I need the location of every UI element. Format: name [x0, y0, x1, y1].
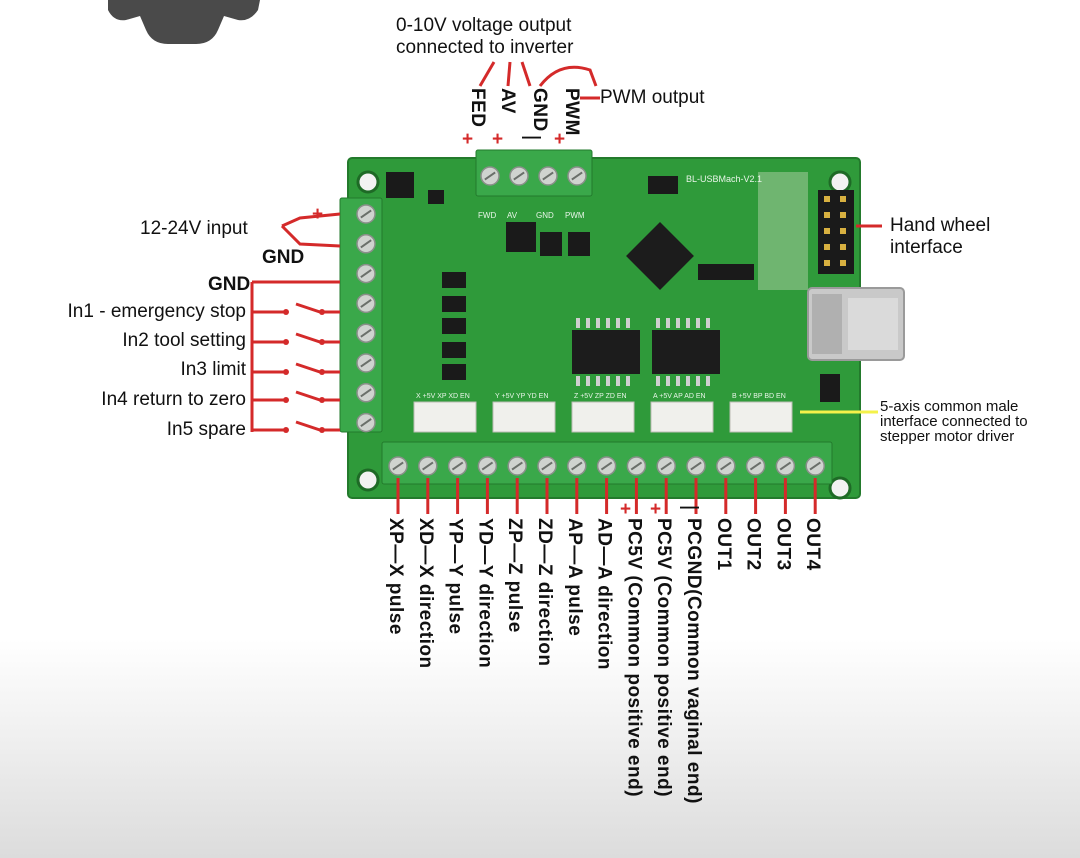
top-terminal-screw	[538, 166, 558, 186]
bottom-terminal-screw	[477, 456, 498, 476]
bottom-terminal-screw	[418, 456, 438, 476]
left-terminal-screw	[356, 323, 376, 343]
top-terminal-screw	[480, 166, 500, 186]
axis-port: X +5V XP XD EN	[413, 393, 477, 433]
bottom-sign-pc5v-2: +	[650, 499, 662, 520]
left-terminal-screw	[356, 412, 376, 433]
gear-icon	[108, 0, 260, 44]
left-terminal-block	[339, 197, 383, 433]
board-model-label: BL-USBMach-V2.1	[686, 174, 762, 184]
voltage-title-line1: 0-10V voltage output	[396, 15, 572, 36]
power-input-label: 12-24V input	[140, 218, 248, 239]
top-terminal-fed: FED	[467, 88, 488, 128]
bottom-terminal-label: OUT1	[712, 518, 734, 571]
annotation-wires	[250, 61, 882, 432]
top-terminal-screw	[567, 166, 587, 186]
axis-interface-line2: interface connected to	[880, 413, 1028, 430]
hand-wheel-label-line1: Hand wheel	[890, 215, 991, 236]
left-terminal-screw	[356, 263, 376, 284]
axis-port: B +5V BP BD EN	[729, 393, 793, 433]
bottom-terminal-screw	[388, 456, 408, 476]
bottom-terminal-label: PC5V (Common positive end)	[623, 518, 645, 798]
optocouplers	[442, 272, 466, 380]
left-terminal-screw	[356, 204, 376, 224]
power-plus-sign: +	[312, 204, 324, 225]
input-label-in3: In3 limit	[180, 359, 246, 380]
bottom-terminal-screw	[626, 456, 647, 476]
usb-port	[807, 287, 905, 361]
ic-chips	[386, 172, 840, 402]
axis-port-label: Y +5V YP YD EN	[495, 393, 548, 400]
axis-port: Y +5V YP YD EN	[492, 393, 556, 433]
axis-port-label: X +5V XP XD EN	[416, 393, 470, 400]
bottom-terminal-label: AD—A direction	[593, 518, 615, 670]
top-sign-av: +	[492, 129, 504, 150]
input-label-in2: In2 tool setting	[122, 330, 246, 351]
left-terminal-screw	[356, 383, 376, 403]
top-sign-gnd: —	[522, 127, 541, 148]
input-label-in4: In4 return to zero	[101, 389, 246, 410]
bottom-terminal-screw	[745, 456, 766, 476]
top-terminal-av: AV	[497, 88, 518, 114]
axis-interface-line3: stepper motor driver	[880, 428, 1015, 445]
top-sign-pwm: +	[554, 129, 566, 150]
left-terminal-screw	[356, 353, 376, 373]
input-label-in5: In5 spare	[166, 419, 246, 440]
pwm-output-label: PWM output	[600, 87, 705, 108]
left-terminal-screw	[356, 293, 376, 314]
bottom-terminal-label: XP—X pulse	[385, 518, 406, 635]
bottom-terminal-label: OUT4	[802, 518, 824, 571]
bottom-terminal-screw	[596, 456, 617, 476]
bottom-terminal-screw	[447, 456, 468, 476]
silk-top-label: AV	[507, 211, 518, 220]
bottom-terminal-screw	[507, 456, 527, 476]
axis-port-label: Z +5V ZP ZD EN	[574, 393, 627, 400]
bottom-terminal-label: PCGND(Common vaginal end)	[683, 518, 704, 804]
bottom-terminal-screw	[537, 456, 557, 476]
bottom-terminal-label: ZP—Z pulse	[504, 518, 526, 633]
axis-port-label: A +5V AP AD EN	[653, 393, 706, 400]
bottom-terminal-label: AP—A pulse	[563, 518, 585, 637]
inputs-gnd-label: GND	[208, 274, 251, 295]
bottom-sign-pcgnd: —	[680, 497, 699, 518]
axis-ports: X +5V XP XD EN Y +5V YP YD EN Z +5V ZP ZD …	[413, 393, 793, 433]
power-gnd-label: GND	[262, 247, 305, 268]
left-terminal-screw	[356, 234, 376, 254]
bottom-terminal-screw	[656, 456, 676, 476]
bottom-terminal-label: PC5V (Common positive end)	[653, 518, 675, 798]
bottom-terminal-screw	[775, 456, 796, 476]
axis-port: Z +5V ZP ZD EN	[571, 393, 635, 433]
bottom-terminal-label: XD—X direction	[414, 518, 436, 669]
bottom-terminal-label: YD—Y direction	[474, 518, 496, 669]
bottom-terminal-screw	[567, 456, 587, 476]
bottom-terminal-screw	[686, 456, 706, 476]
top-sign-fed: +	[462, 129, 474, 150]
top-terminal-gnd: GND	[529, 88, 550, 132]
axis-port: A +5V AP AD EN	[650, 393, 714, 433]
input-label-in1: In1 - emergency stop	[67, 301, 246, 322]
top-terminal-screw	[509, 166, 529, 186]
top-terminal-pwm: PWM	[561, 88, 582, 136]
top-terminal-block	[475, 149, 593, 197]
silk-top-label: FWD	[478, 211, 496, 220]
switch-contacts	[283, 309, 325, 433]
bottom-terminal-label: YP—Y pulse	[444, 518, 466, 635]
axis-port-label: B +5V BP BD EN	[732, 393, 786, 400]
hand-wheel-label-line2: interface	[890, 237, 963, 258]
axis-interface-line1: 5-axis common male	[880, 398, 1019, 415]
silk-top-label: PWM	[565, 211, 585, 220]
bottom-wires	[396, 478, 817, 514]
bottom-terminal-label: ZD—Z direction	[534, 518, 555, 667]
voltage-title-line2: connected to inverter	[396, 37, 574, 58]
bottom-terminal-screw	[716, 456, 736, 476]
bottom-terminal-label: OUT3	[772, 518, 794, 571]
silk-top-label: GND	[536, 211, 554, 220]
bottom-terminal-screw	[805, 456, 825, 476]
hand-wheel-header	[698, 172, 854, 290]
bottom-terminal-label: OUT2	[742, 518, 764, 571]
bottom-sign-pc5v-1: +	[620, 499, 632, 520]
bottom-terminal-block	[381, 441, 833, 485]
